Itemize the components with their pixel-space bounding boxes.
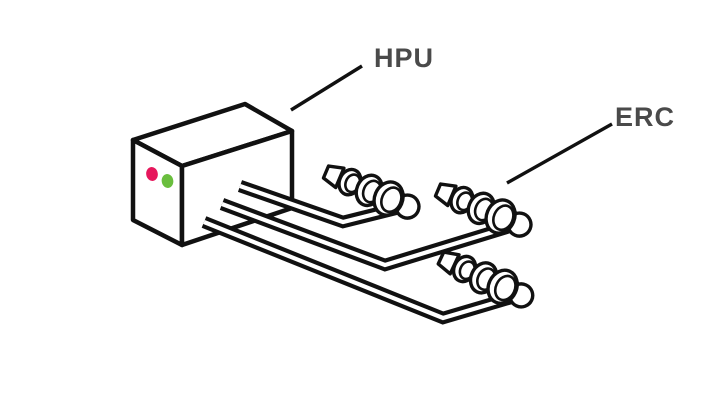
red-indicator-dot [146,167,158,181]
cable-2 [219,198,521,272]
green-indicator-dot [161,174,174,188]
hpu-leader-line [290,64,363,112]
erc-leader-line [506,122,613,185]
erc-label: ERC [615,102,675,132]
hpu-label: HPU [374,43,434,73]
